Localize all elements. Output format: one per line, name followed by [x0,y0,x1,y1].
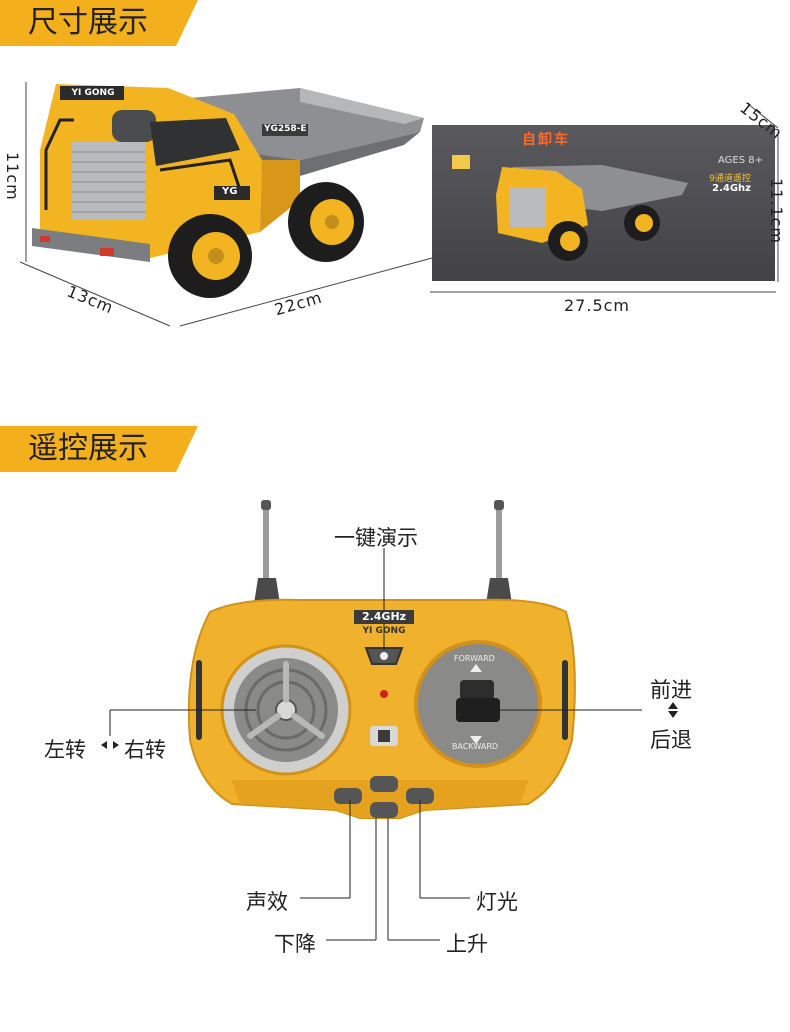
truck-brand-label: YI GONG [71,88,115,98]
truck-dimension-lines [19,82,779,327]
raise-label: 上升 [446,932,488,956]
truck-model-label: YG258-E [264,124,307,134]
sound-label: 声效 [246,890,288,914]
remote-control-image [187,500,576,819]
truck-height-label: 11cm [3,152,22,201]
joystick-backward-label: BACKWARD [452,742,499,751]
product-box: 自卸车 AGES 8+ 9通道遥控 2.4Ghz [432,125,775,281]
lower-label: 下降 [274,932,316,956]
turn-right-label: 右转 [124,738,166,762]
truck-wheels [168,182,364,298]
demo-label: 一键演示 [334,526,418,550]
box-frequency: 2.4Ghz [712,183,751,194]
light-label: 灯光 [476,890,518,914]
truck-badge: YG [222,186,238,197]
size-section-title: 尺寸展示 [0,0,198,46]
dump-truck-image [32,84,424,298]
box-truck-image [452,155,688,261]
remote-section-title: 遥控展示 [0,426,198,472]
turn-left-label: 左转 [44,738,86,762]
callout-lines [109,548,642,941]
box-ages: AGES 8+ [718,155,763,166]
box-height-label: 11.1cm [767,178,786,245]
forward-label: 前进 [650,678,692,702]
remote-frequency-badge: 2.4GHz [354,610,414,624]
backward-label: 后退 [650,728,692,752]
box-length-label: 27.5cm [564,296,631,315]
box-channel: 9通道遥控 [709,174,751,184]
joystick-forward-label: FORWARD [454,654,495,663]
box-title: 自卸车 [522,132,570,148]
remote-brand-label: YI GONG [362,626,406,636]
